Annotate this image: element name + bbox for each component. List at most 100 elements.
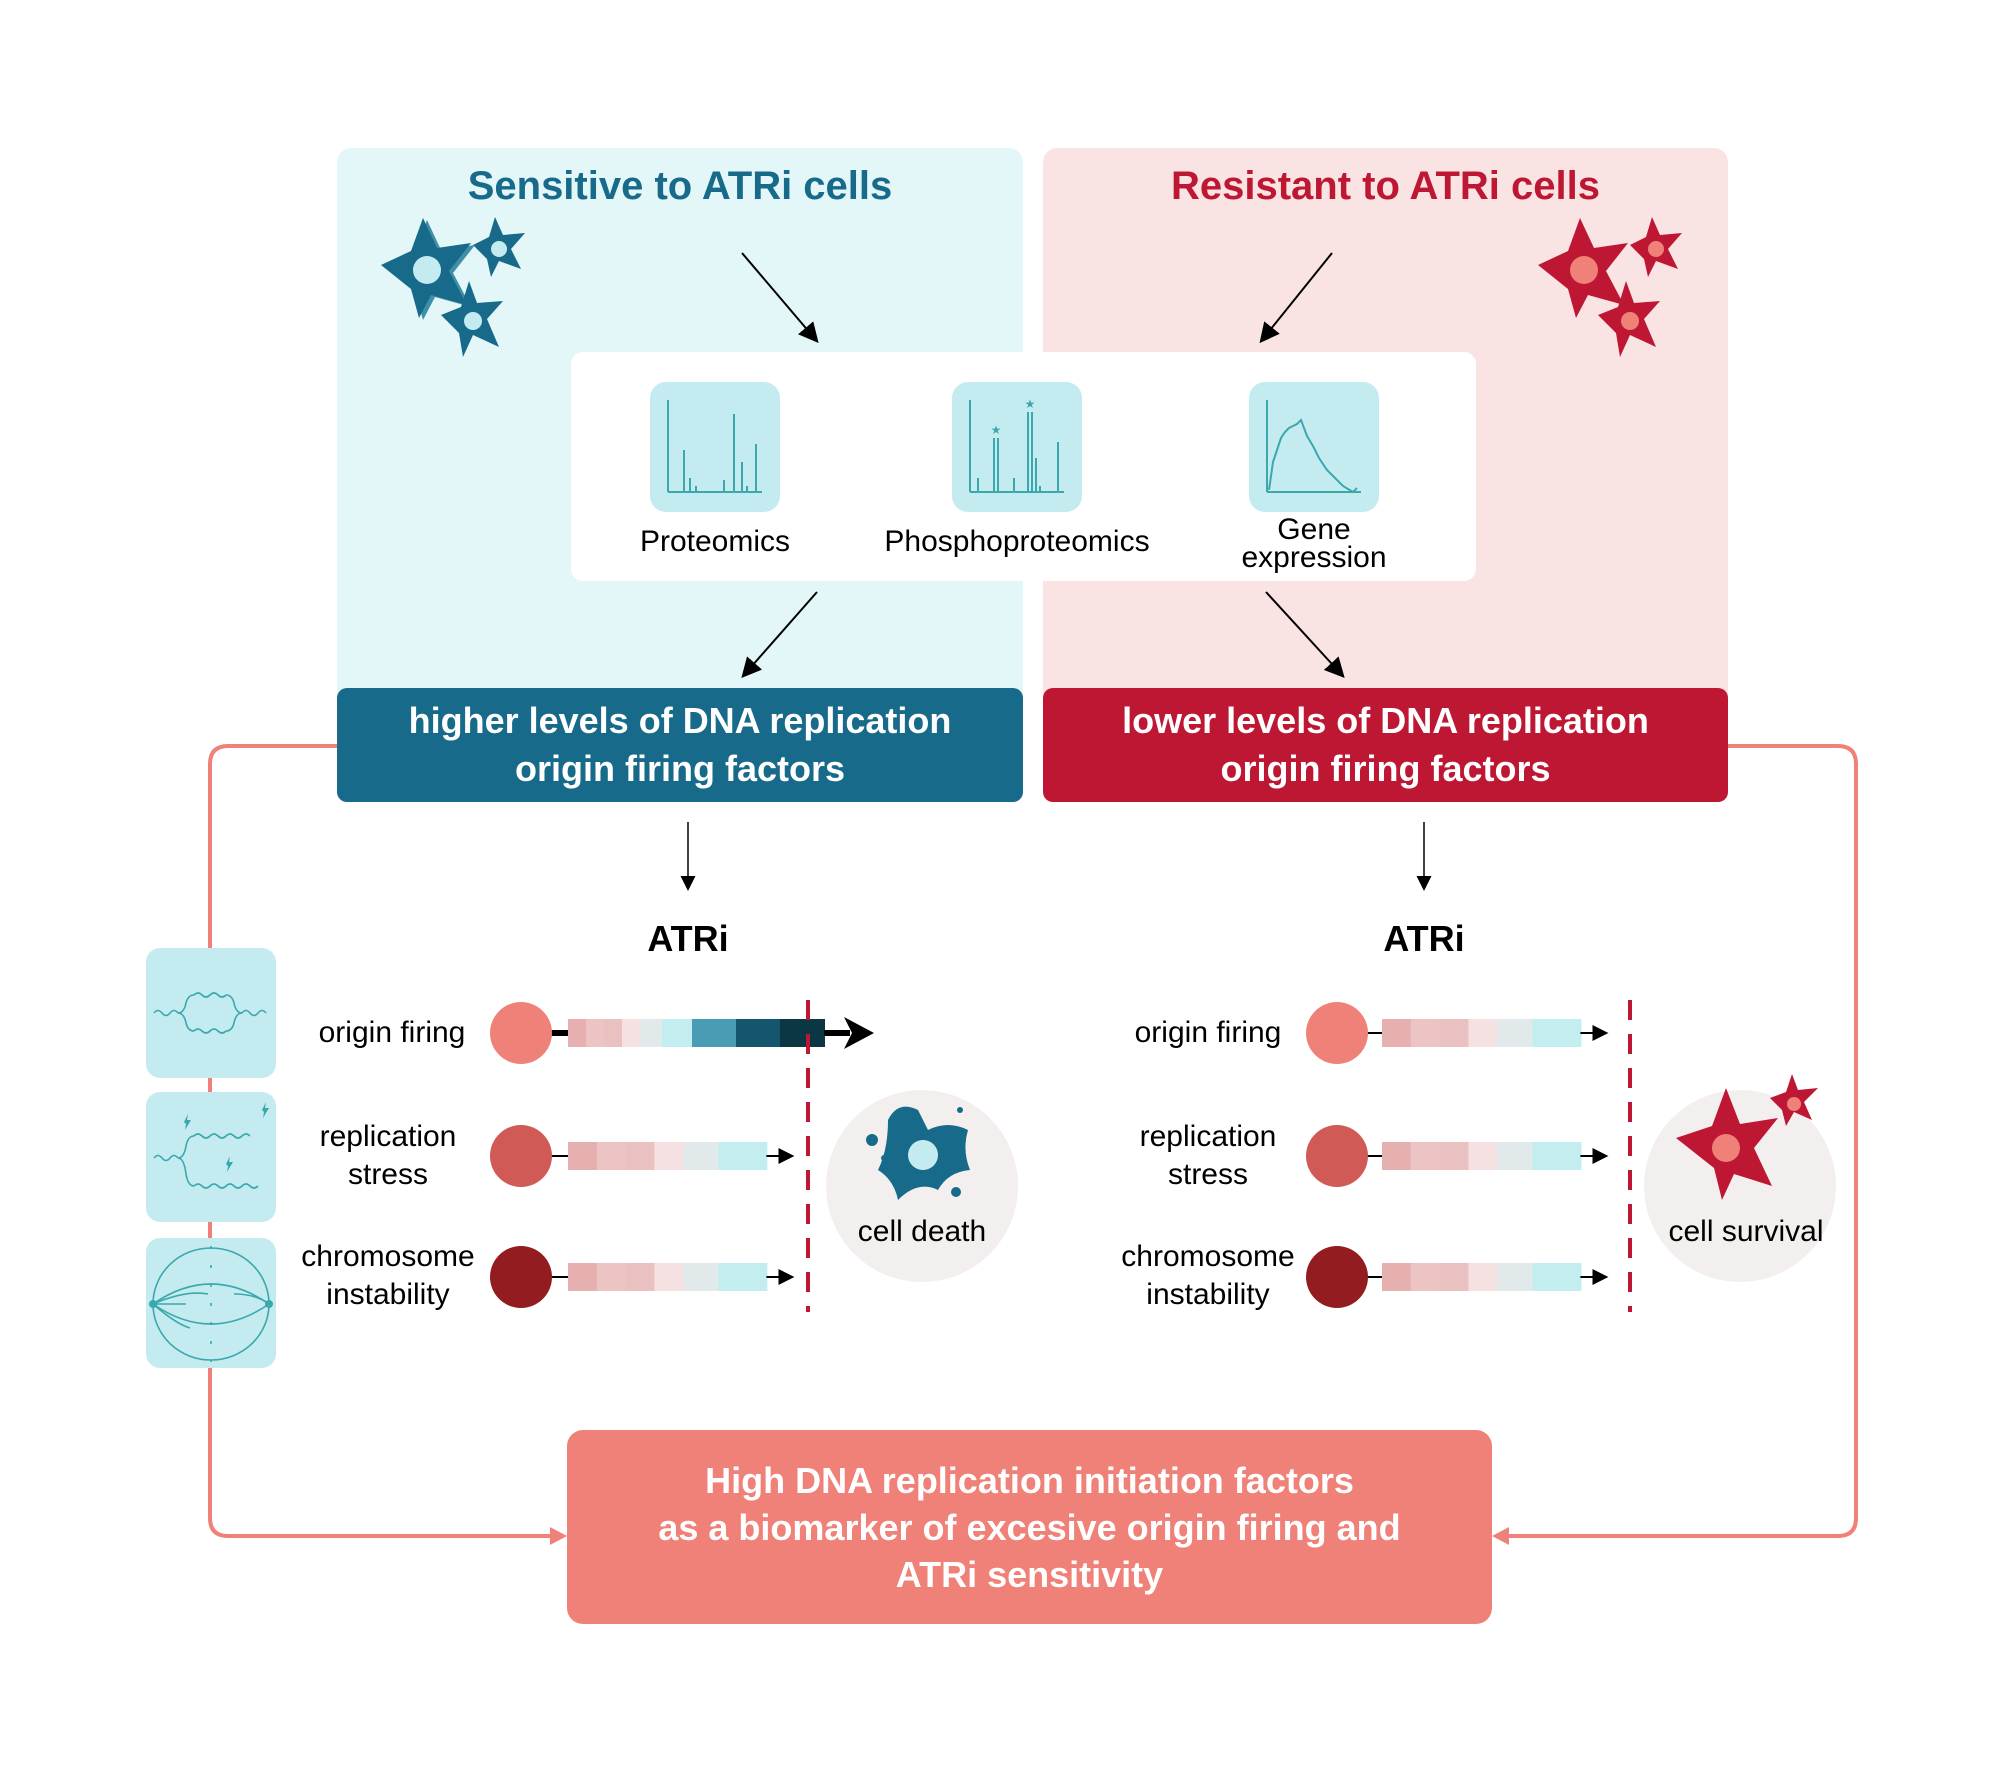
row-label-line: origin firing	[1134, 1016, 1282, 1049]
arrow-sensitive-to-omics	[741, 252, 819, 344]
row-dot	[1306, 1246, 1368, 1308]
omic-label: Phosphoproteomics	[884, 525, 1150, 558]
cell-death-label: cell death	[857, 1215, 987, 1248]
bar-segment	[1382, 1019, 1412, 1047]
row-dot	[490, 1002, 552, 1064]
bar-segment	[692, 1019, 737, 1047]
bar-segment	[1497, 1019, 1534, 1047]
result-line: lower levels of DNA replication	[1122, 700, 1649, 741]
row-label-line: origin firing	[318, 1016, 466, 1049]
cell-small-bottom	[441, 281, 503, 357]
row-label-line: instability	[326, 1278, 450, 1311]
cell-small-bottom	[1598, 281, 1660, 357]
cell-large	[1538, 218, 1628, 318]
row-label-chromosome-instability: chromosome instability	[278, 1238, 498, 1314]
bar-segment	[596, 1142, 627, 1170]
bar-segment	[625, 1263, 656, 1291]
row-label-origin-firing: origin firing	[282, 1014, 502, 1052]
cell-small-top	[473, 217, 525, 277]
conclusion-box: High DNA replication initiation factors …	[567, 1430, 1492, 1624]
bar-segment	[622, 1019, 641, 1047]
row-label-line: stress	[1167, 1158, 1248, 1191]
bar-segment	[662, 1019, 693, 1047]
surviving-cell-icon	[1676, 1074, 1818, 1200]
row-label-line: instability	[1146, 1278, 1270, 1311]
conclusion-line: High DNA replication initiation factors	[705, 1459, 1354, 1501]
replication-origin-icon	[146, 948, 276, 1078]
bar-segment	[1439, 1142, 1470, 1170]
row-label-line: chromosome	[301, 1240, 475, 1273]
resistant-title: Resistant to ATRi cells	[1171, 164, 1600, 208]
phospho-star-icon: ★	[1025, 397, 1036, 411]
atri-label-resistant: ATRi	[1383, 918, 1465, 959]
row-dot	[1306, 1125, 1368, 1187]
bar-segment	[1410, 1019, 1441, 1047]
expression-curve-icon	[1249, 382, 1379, 512]
dying-cell-icon	[866, 1106, 970, 1200]
bar-segment	[1468, 1142, 1499, 1170]
bar-segment	[1497, 1263, 1534, 1291]
bar-segment	[1410, 1263, 1441, 1291]
phospho-star-icon: ★	[991, 423, 1002, 437]
row-label-line: chromosome	[1121, 1240, 1295, 1273]
row-label-line: stress	[347, 1158, 428, 1191]
mass-spectrum-icon	[650, 382, 780, 512]
sensitive-cells-icon	[381, 217, 525, 357]
lower-levels-box: lower levels of DNA replication origin f…	[1043, 688, 1728, 802]
row-dot	[490, 1125, 552, 1187]
bar-segment	[568, 1142, 598, 1170]
bar-segment	[1497, 1142, 1534, 1170]
bar-segment	[1532, 1142, 1582, 1170]
cell-survival-label: cell survival	[1668, 1215, 1824, 1248]
bar-segment	[683, 1263, 720, 1291]
bar-segment	[1439, 1019, 1470, 1047]
bar-segment	[568, 1263, 598, 1291]
arrow-omics-to-lower	[1265, 591, 1345, 678]
omic-gene-expression: Gene expression	[1164, 382, 1464, 573]
cell-small-top	[1630, 217, 1682, 277]
bar-segment	[654, 1263, 685, 1291]
bar-segment	[640, 1019, 663, 1047]
result-line: origin firing factors	[1220, 748, 1551, 789]
bar-segment	[586, 1019, 605, 1047]
row-dot	[1306, 1002, 1368, 1064]
omic-label-line: Gene	[1277, 513, 1351, 546]
replication-stress-icon	[146, 1092, 276, 1222]
row-label-replication-stress: replication stress	[278, 1118, 498, 1194]
bar-segment	[625, 1142, 656, 1170]
bar-segment	[604, 1019, 623, 1047]
bar-segment	[1468, 1263, 1499, 1291]
row-label-chromosome-instability: chromosome instability	[1098, 1238, 1318, 1314]
bar-segment	[1532, 1263, 1582, 1291]
bar-segment	[1439, 1263, 1470, 1291]
omics-box: Proteomics ★ ★ Phosphoproteomics	[571, 352, 1476, 581]
bar-segment	[683, 1142, 720, 1170]
omic-label: Proteomics	[639, 525, 791, 558]
conclusion-line: ATRi sensitivity	[895, 1553, 1164, 1595]
row-label-replication-stress: replication stress	[1098, 1118, 1318, 1194]
bar-segment	[780, 1019, 825, 1047]
bar-segment	[1410, 1142, 1441, 1170]
higher-levels-box: higher levels of DNA replication origin …	[337, 688, 1023, 802]
bar-segment	[1382, 1263, 1412, 1291]
mitotic-spindle-icon	[146, 1238, 276, 1368]
sensitive-title: Sensitive to ATRi cells	[467, 164, 893, 208]
bar-segment	[596, 1263, 627, 1291]
bar-segment	[1382, 1142, 1412, 1170]
cell-survival-circle	[1644, 1090, 1836, 1282]
resistant-cells-icon	[1538, 217, 1682, 357]
bar-segment	[654, 1142, 685, 1170]
row-label-line: replication	[319, 1120, 457, 1153]
omic-proteomics: Proteomics	[565, 382, 865, 558]
result-line: origin firing factors	[514, 748, 845, 789]
arrow-resistant-to-omics	[1259, 252, 1333, 344]
conclusion-line: as a biomarker of excesive origin firing…	[658, 1506, 1401, 1548]
omic-label: Gene expression	[1164, 513, 1464, 573]
bar-segment	[718, 1263, 768, 1291]
bar-segment	[1532, 1019, 1582, 1047]
bar-arrow-head	[844, 1017, 874, 1049]
row-dot	[490, 1246, 552, 1308]
